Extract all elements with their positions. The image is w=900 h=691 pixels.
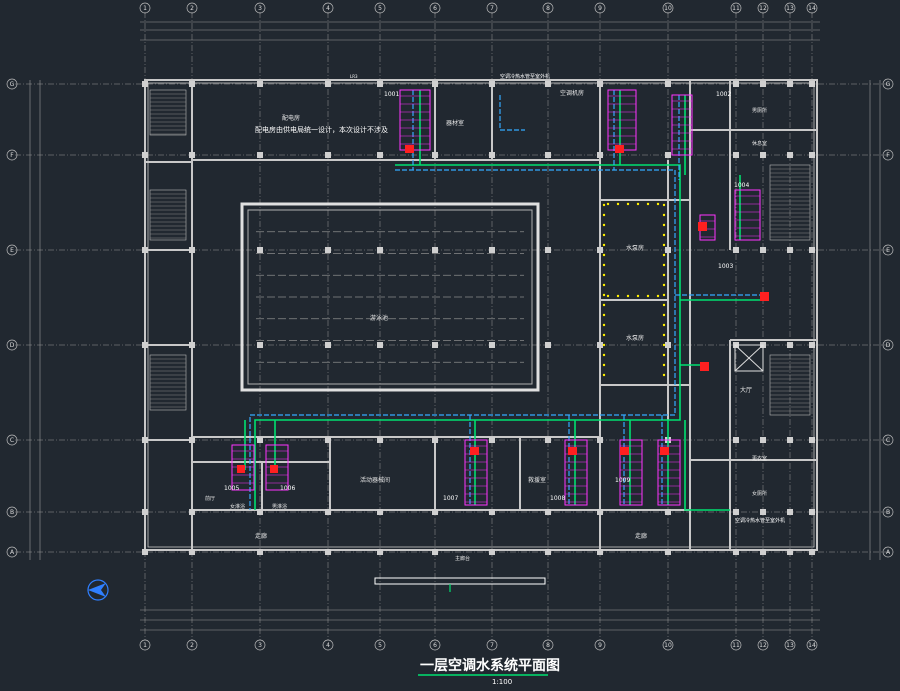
equipment-tags: 1001 1002 1003 1004 1005 1006 1007 1008 … [224, 91, 749, 502]
svg-text:1: 1 [143, 642, 147, 649]
room-corridor-south: 走廊 [635, 532, 647, 540]
svg-text:10: 10 [664, 642, 672, 649]
svg-text:E: E [886, 247, 890, 254]
svg-text:11: 11 [732, 642, 740, 649]
note-top-pipe: 空调冷热水管至室外机 [500, 73, 550, 80]
room-corridor-north: 主廊台 [455, 555, 470, 562]
fan-coil-units [231, 89, 761, 506]
svg-text:B: B [10, 509, 14, 516]
svg-text:6: 6 [433, 5, 437, 12]
column-grid-lines [144, 12, 813, 640]
svg-text:D: D [886, 342, 891, 349]
tag-1001: 1001 [384, 91, 399, 98]
svg-text:B: B [886, 509, 890, 516]
yellow-dots [602, 202, 666, 377]
svg-text:3: 3 [258, 642, 262, 649]
svg-text:2: 2 [190, 642, 194, 649]
elevator [734, 344, 764, 372]
return-pipes [249, 90, 760, 510]
room-power: 配电房 [282, 114, 300, 122]
note-riser: LR3 [350, 74, 358, 79]
svg-text:10: 10 [664, 5, 672, 12]
room-female-shower: 女淋浴 [230, 503, 245, 510]
svg-text:5: 5 [378, 5, 382, 12]
dimension-lines [29, 21, 881, 631]
tag-1003: 1003 [718, 263, 733, 270]
room-womens-wc: 女厕所 [752, 490, 767, 497]
svg-text:14: 14 [808, 5, 816, 12]
stairs [149, 89, 811, 416]
tag-1006: 1006 [280, 485, 295, 492]
svg-text:A: A [886, 549, 891, 556]
svg-text:E: E [10, 247, 14, 254]
svg-text:C: C [10, 437, 14, 444]
building-walls [144, 79, 818, 551]
room-first-aid: 救援室 [528, 476, 546, 484]
svg-text:8: 8 [546, 5, 550, 12]
room-activity: 活动器械间 [360, 476, 390, 484]
room-pump-1: 水泵房 [626, 244, 644, 252]
room-male-shower: 男淋浴 [272, 503, 287, 510]
svg-text:7: 7 [490, 5, 494, 12]
svg-text:13: 13 [786, 642, 794, 649]
svg-text:7: 7 [490, 642, 494, 649]
svg-text:2: 2 [190, 5, 194, 12]
svg-text:4: 4 [326, 642, 330, 649]
svg-text:A: A [10, 549, 15, 556]
svg-text:5: 5 [378, 642, 382, 649]
room-corridor-south-2: 走廊 [255, 532, 267, 540]
svg-text:9: 9 [598, 642, 602, 649]
room-mens-wc: 男厕所 [752, 107, 767, 114]
svg-text:12: 12 [759, 5, 767, 12]
svg-text:F: F [886, 152, 890, 159]
room-rest: 休息室 [752, 140, 767, 147]
red-markers [237, 145, 769, 473]
svg-text:3: 3 [258, 5, 262, 12]
pool [240, 202, 540, 392]
tag-1004: 1004 [734, 182, 749, 189]
room-labels: 游泳池 配电房 配电房由供电局统一设计，本次设计不涉及 器材室 空调机房 水泵房… [205, 89, 767, 562]
svg-text:F: F [10, 152, 14, 159]
tag-1005: 1005 [224, 485, 239, 492]
svg-text:12: 12 [759, 642, 767, 649]
pipe-notes: 空调冷热水管至室外机 空调冷热水管至室外机 LR3 [350, 73, 785, 524]
tag-1002: 1002 [716, 91, 731, 98]
north-arrow [87, 579, 109, 601]
svg-text:13: 13 [786, 5, 794, 12]
tag-1007: 1007 [443, 495, 458, 502]
supply-pipes [244, 90, 760, 511]
svg-text:C: C [886, 437, 890, 444]
room-lobby: 大厅 [740, 386, 752, 394]
svg-text:14: 14 [808, 642, 816, 649]
note-bottom-pipe: 空调冷热水管至室外机 [735, 517, 785, 524]
svg-text:D: D [10, 342, 15, 349]
drawing-title: 一层空调水系统平面图 1:100 [418, 657, 560, 686]
title-text: 一层空调水系统平面图 [420, 657, 560, 674]
svg-text:8: 8 [546, 642, 550, 649]
room-pump-2: 水泵房 [626, 334, 644, 342]
svg-text:9: 9 [598, 5, 602, 12]
room-power-note: 配电房由供电局统一设计，本次设计不涉及 [255, 125, 388, 134]
svg-text:1: 1 [143, 5, 147, 12]
room-entrance: 前厅 [205, 495, 215, 502]
room-pool-hall: 游泳池 [370, 314, 388, 322]
title-scale: 1:100 [492, 678, 512, 686]
room-changing: 更衣室 [752, 455, 767, 462]
tag-1009: 1009 [615, 477, 630, 484]
room-ac: 空调机房 [560, 89, 584, 97]
structural-columns [142, 81, 815, 555]
svg-text:G: G [886, 81, 891, 88]
svg-text:4: 4 [326, 5, 330, 12]
svg-text:11: 11 [732, 5, 740, 12]
tag-1008: 1008 [550, 495, 565, 502]
svg-text:6: 6 [433, 642, 437, 649]
room-equipment: 器材室 [446, 119, 464, 127]
svg-text:G: G [10, 81, 15, 88]
entrance-marker [374, 577, 546, 592]
